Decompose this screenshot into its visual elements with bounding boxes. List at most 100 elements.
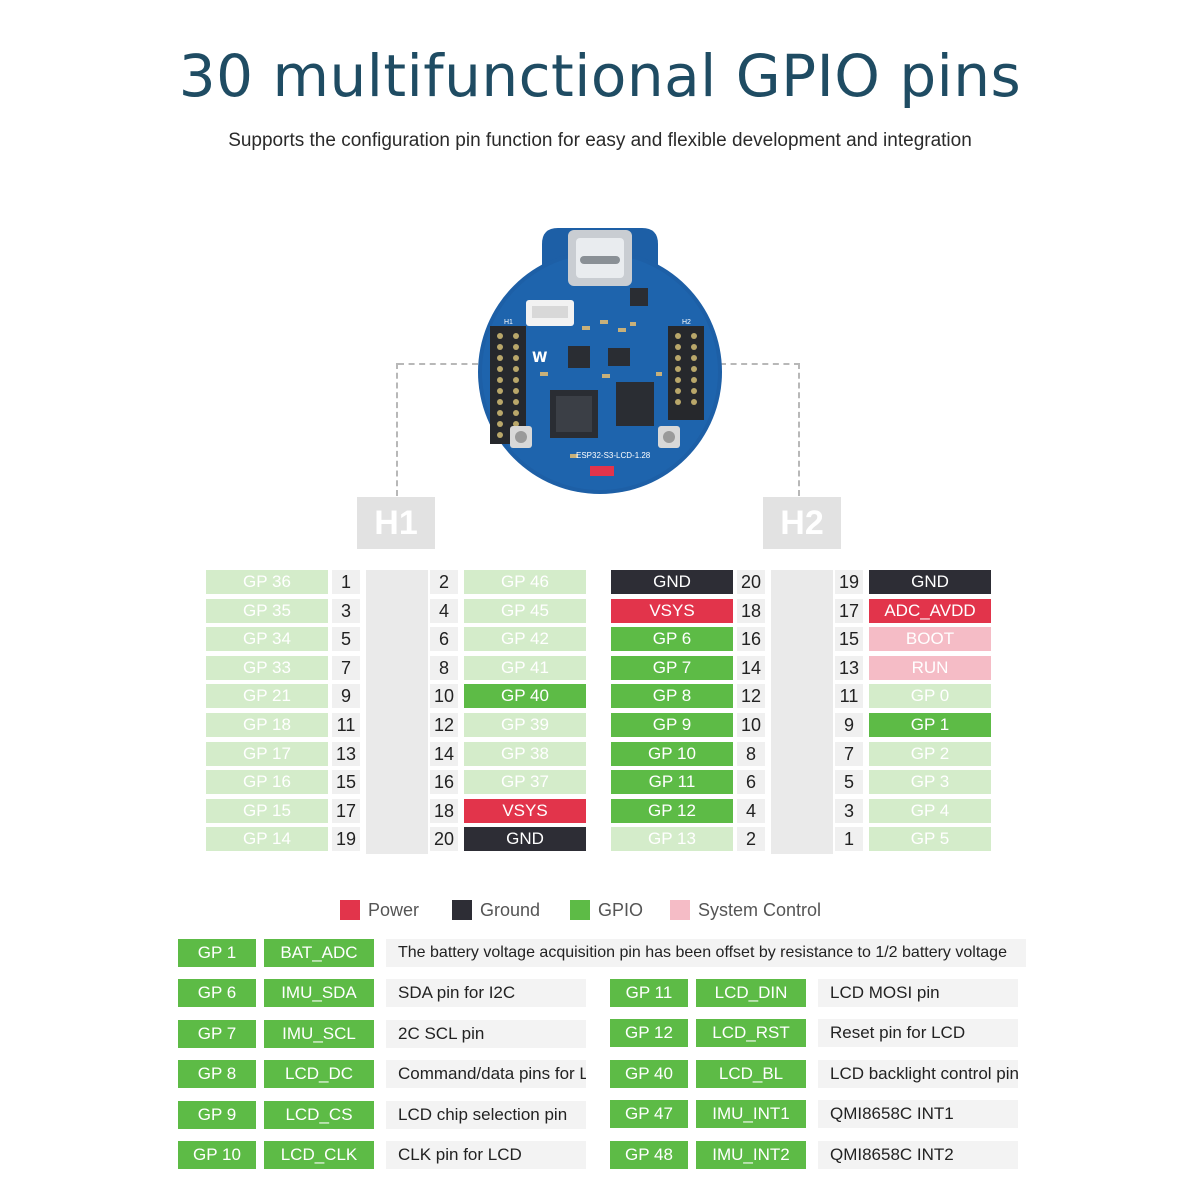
- h1-pin-label-right: VSYS: [464, 798, 586, 823]
- pin-gpio-label: GP 11: [610, 979, 688, 1007]
- pin-function-label: LCD_DIN: [696, 979, 806, 1007]
- h2-pin-number-right: 19: [835, 570, 863, 594]
- h2-pin-label-right: GP 5: [869, 827, 991, 852]
- h2-pin-label-left: GP 7: [611, 655, 733, 680]
- h1-header-label: H1: [357, 497, 435, 549]
- h2-pin-label-right: GP 2: [869, 741, 991, 766]
- h2-pin-number-right: 11: [835, 684, 863, 709]
- h2-pin-number-right: 7: [835, 741, 863, 766]
- h2-pin-label-right: ADC_AVDD: [869, 598, 991, 623]
- pin-description-text: LCD chip selection pin: [386, 1100, 586, 1129]
- h1-pin-number-left: 7: [332, 655, 360, 680]
- pin-function-label: LCD_CLK: [264, 1141, 374, 1169]
- h2-pin-label-left: GP 6: [611, 627, 733, 652]
- h1-pin-number-left: 1: [332, 570, 360, 594]
- h1-pin-number-right: 6: [430, 627, 458, 652]
- h2-pin-label-left: GP 9: [611, 713, 733, 737]
- waveshare-logo: W: [532, 350, 547, 366]
- h1-pin-label-right: GP 39: [464, 713, 586, 737]
- pin-function-label: IMU_SDA: [264, 979, 374, 1008]
- h2-pin-label-left: GP 8: [611, 684, 733, 709]
- board-h2-mark: H2: [682, 319, 691, 326]
- legend-label: GPIO: [598, 900, 644, 920]
- h2-pin-number-left: 4: [737, 798, 765, 823]
- legend-swatch: [452, 900, 472, 920]
- pin-function-label: LCD_DC: [264, 1060, 374, 1089]
- h2-leader-line: [720, 363, 800, 365]
- h1-pin-label-left: GP 21: [206, 684, 328, 709]
- pin-function-label: IMU_INT2: [696, 1140, 806, 1169]
- h1-pin-number-left: 19: [332, 827, 360, 852]
- h1-pin-label-left: GP 34: [206, 627, 328, 652]
- h1-pin-number-right: 14: [430, 741, 458, 766]
- pin-description-text: 2C SCL pin: [386, 1019, 586, 1048]
- h1-pin-number-right: 2: [430, 570, 458, 594]
- h1-header-pins-icon: [490, 326, 526, 444]
- page-title: 30 multifunctional GPIO pins: [178, 42, 1022, 110]
- h1-pin-number-right: 18: [430, 798, 458, 823]
- pin-description-text: QMI8658C INT2: [818, 1140, 1018, 1169]
- h1-pin-number-right: 16: [430, 770, 458, 795]
- legend-label: Power: [368, 900, 420, 920]
- pin-function-label: LCD_CS: [264, 1100, 374, 1129]
- h2-pin-label-left: GND: [611, 570, 733, 594]
- h1-leader-line: [398, 363, 478, 365]
- board-image: W ESP32-S3-LCD-1.28 H1 H2: [470, 222, 730, 497]
- h2-pin-number-left: 2: [737, 827, 765, 852]
- h2-pin-number-left: 14: [737, 655, 765, 680]
- legend-label: System Control: [698, 900, 822, 920]
- h1-pin-label-left: GP 16: [206, 770, 328, 795]
- h2-pin-label-right: GP 1: [869, 713, 991, 737]
- pin-description-text: Command/data pins for LCD: [386, 1060, 586, 1089]
- pin-gpio-label: GP 12: [610, 1019, 688, 1048]
- pin-gpio-label: GP 7: [178, 1019, 256, 1048]
- h1-pin-label-left: GP 33: [206, 655, 328, 680]
- h2-pin-number-right: 5: [835, 770, 863, 795]
- pin-function-label: IMU_SCL: [264, 1019, 374, 1048]
- h1-pin-number-right: 8: [430, 655, 458, 680]
- h1-pin-label-right: GP 37: [464, 770, 586, 795]
- h1-pin-label-left: GP 18: [206, 713, 328, 737]
- pin-description-text: CLK pin for LCD: [386, 1141, 586, 1169]
- h1-pin-number-left: 11: [332, 713, 360, 737]
- h2-pin-number-left: 10: [737, 713, 765, 737]
- pin-gpio-label: GP 48: [610, 1140, 688, 1169]
- h1-pin-label-right: GP 40: [464, 684, 586, 709]
- h2-pin-label-right: GP 0: [869, 684, 991, 709]
- board-illustration: W ESP32-S3-LCD-1.28 H1 H2: [478, 228, 722, 494]
- legend-swatch: [340, 900, 360, 920]
- h2-pin-number-right: 15: [835, 627, 863, 652]
- board-label: ESP32-S3-LCD-1.28: [576, 451, 651, 460]
- pin-gpio-label: GP 40: [610, 1059, 688, 1088]
- pin-gpio-label: GP 47: [610, 1100, 688, 1129]
- h1-pin-label-left: GP 15: [206, 798, 328, 823]
- h1-pin-number-right: 20: [430, 827, 458, 852]
- legend-swatch: [570, 900, 590, 920]
- h1-pin-label-right: GP 38: [464, 741, 586, 766]
- pin-function-label: LCD_BL: [696, 1059, 806, 1088]
- board-h1-mark: H1: [504, 319, 513, 326]
- h2-pin-label-right: GP 4: [869, 798, 991, 823]
- h2-pin-label-right: GND: [869, 570, 991, 594]
- h2-header-label: H2: [763, 497, 841, 549]
- h2-pin-number-right: 9: [835, 713, 863, 737]
- h2-pin-number-left: 16: [737, 627, 765, 652]
- page-subtitle: Supports the configuration pin function …: [228, 130, 972, 151]
- h2-pin-label-left: GP 12: [611, 798, 733, 823]
- pin-gpio-label: GP 9: [178, 1100, 256, 1129]
- pin-gpio-label: GP 8: [178, 1060, 256, 1089]
- legend-swatch: [670, 900, 690, 920]
- h1-pin-number-left: 5: [332, 627, 360, 652]
